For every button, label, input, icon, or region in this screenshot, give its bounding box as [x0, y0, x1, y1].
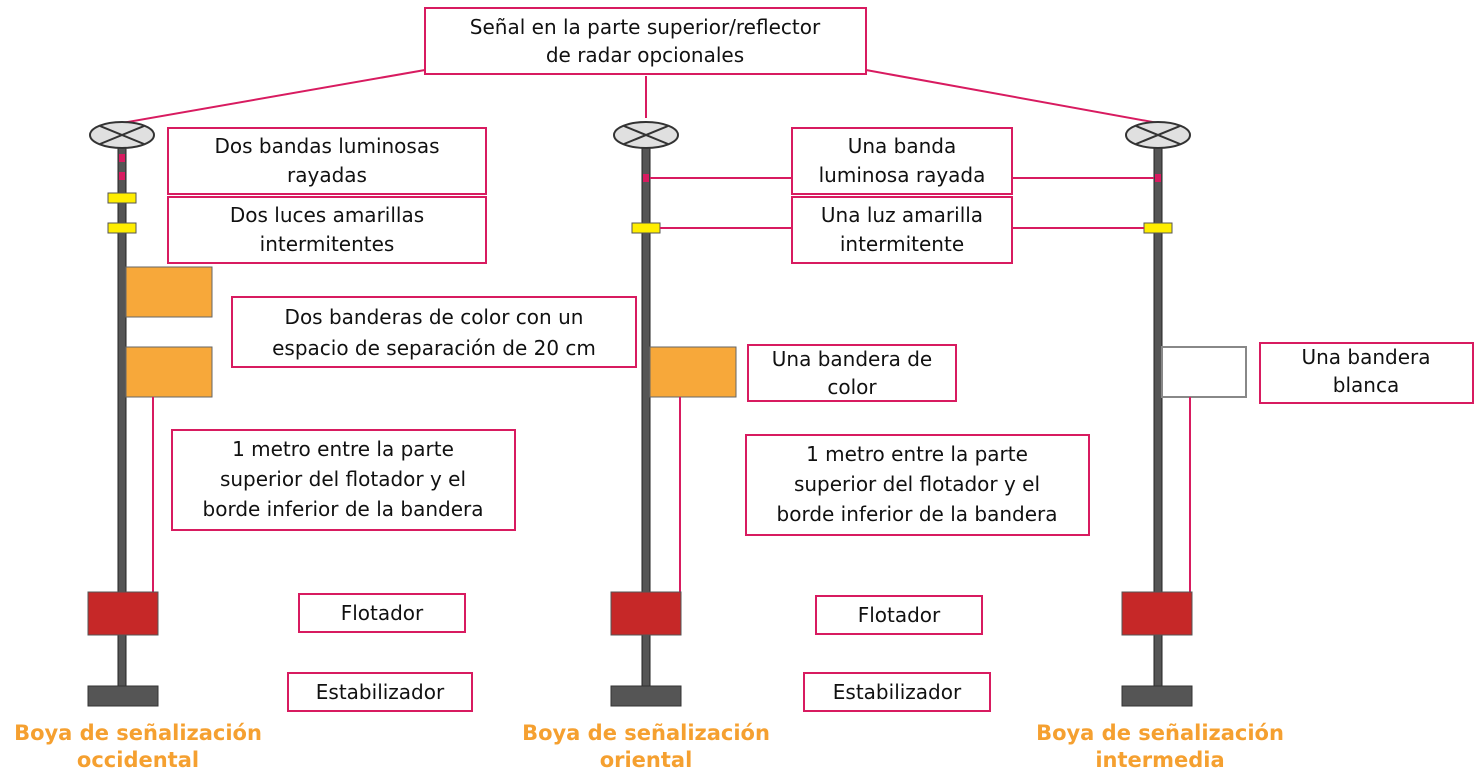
label-top-signal-line-2: de radar opcionales: [546, 43, 744, 67]
label-one-flag-white-line-2: blanca: [1333, 373, 1399, 397]
label-distance-east: 1 metro entre la parte superior del flot…: [745, 434, 1090, 536]
label-stabilizer-east: Estabilizador: [803, 672, 991, 712]
caption-middle-line-2: intermedia: [1095, 748, 1224, 772]
shared-connectors: [650, 177, 1154, 229]
flag-west-2: [125, 346, 213, 398]
label-one-flag-color-line-2: color: [827, 375, 877, 399]
stabilizer-east: [610, 685, 682, 707]
label-distance-east-line-3: borde inferior de la bandera: [777, 502, 1058, 526]
label-distance-west-line-2: superior del flotador y el: [220, 467, 466, 491]
yellow-light-middle: [1143, 222, 1173, 234]
label-two-flags-line-1: Dos banderas de color con un: [285, 305, 584, 329]
reflector-cross-middle-2: [1135, 125, 1181, 145]
label-two-bands-line-2: rayadas: [287, 163, 367, 187]
label-two-flags-line-2: espacio de separación de 20 cm: [272, 336, 596, 360]
float-west: [87, 591, 159, 636]
label-two-bands: Dos bandas luminosas rayadas: [167, 127, 487, 195]
label-distance-east-line-2: superior del flotador y el: [794, 472, 1040, 496]
label-two-bands-line-1: Dos bandas luminosas: [214, 134, 439, 158]
label-top-signal-line-1: Señal en la parte superior/reflector: [470, 15, 821, 39]
buoy-middle: [1121, 121, 1247, 707]
label-one-light-line-1: Una luz amarilla: [821, 203, 983, 227]
stabilizer-middle: [1121, 685, 1193, 707]
label-one-flag-color: Una bandera de color: [747, 344, 957, 402]
caption-middle: Boya de señalización intermedia: [1036, 721, 1284, 772]
label-stabilizer-west: Estabilizador: [287, 672, 473, 712]
label-two-lights: Dos luces amarillas intermitentes: [167, 196, 487, 264]
label-float-west: Flotador: [298, 593, 466, 633]
reflector-cross-east-2: [623, 125, 669, 145]
label-distance-east-line-1: 1 metro entre la parte: [806, 442, 1028, 466]
label-float-east: Flotador: [815, 595, 983, 635]
label-one-flag-white: Una bandera blanca: [1259, 342, 1474, 404]
stabilizer-west: [87, 685, 159, 707]
light-band-middle: [1155, 174, 1161, 182]
flag-white-middle: [1161, 346, 1247, 398]
label-one-light-line-2: intermitente: [840, 232, 964, 256]
caption-east-line-1: Boya de señalización: [522, 721, 770, 745]
yellow-light-west-2: [107, 222, 137, 234]
buoy-west: [87, 121, 213, 707]
caption-west: Boya de señalización occidental: [14, 721, 262, 772]
label-stabilizer-east-text: Estabilizador: [833, 680, 962, 704]
caption-east: Boya de señalización oriental: [522, 721, 770, 772]
top-connectors: [121, 69, 1159, 124]
caption-middle-line-1: Boya de señalización: [1036, 721, 1284, 745]
label-distance-west: 1 metro entre la parte superior del flot…: [171, 429, 516, 531]
caption-west-line-2: occidental: [77, 748, 199, 772]
yellow-light-west-1: [107, 192, 137, 204]
caption-west-line-1: Boya de señalización: [14, 721, 262, 745]
label-float-west-text: Flotador: [341, 601, 424, 625]
label-float-east-text: Flotador: [858, 603, 941, 627]
float-middle: [1121, 591, 1193, 636]
label-distance-west-line-3: borde inferior de la bandera: [203, 497, 484, 521]
yellow-light-east: [631, 222, 661, 234]
label-one-flag-color-line-1: Una bandera de: [772, 347, 932, 371]
label-top-signal: Señal en la parte superior/reflector de …: [424, 7, 867, 75]
label-distance-west-line-1: 1 metro entre la parte: [232, 437, 454, 461]
label-one-light: Una luz amarilla intermitente: [791, 196, 1013, 264]
flag-east: [649, 346, 737, 398]
reflector-cross-west-2: [99, 125, 145, 145]
label-two-flags: Dos banderas de color con un espacio de …: [231, 296, 637, 368]
label-one-band: Una banda luminosa rayada: [791, 127, 1013, 195]
buoy-east: [610, 121, 737, 707]
label-one-band-line-1: Una banda: [848, 134, 957, 158]
light-band-east: [643, 174, 649, 182]
caption-east-line-2: oriental: [600, 748, 693, 772]
flag-west-1: [125, 266, 213, 318]
label-two-lights-line-2: intermitentes: [260, 232, 395, 256]
light-band-west-2: [119, 172, 125, 180]
label-two-lights-line-1: Dos luces amarillas: [230, 203, 424, 227]
label-one-flag-white-line-1: Una bandera: [1301, 345, 1430, 369]
light-band-west-1: [119, 154, 125, 162]
label-one-band-line-2: luminosa rayada: [819, 163, 986, 187]
label-stabilizer-west-text: Estabilizador: [316, 680, 445, 704]
float-east: [610, 591, 682, 636]
